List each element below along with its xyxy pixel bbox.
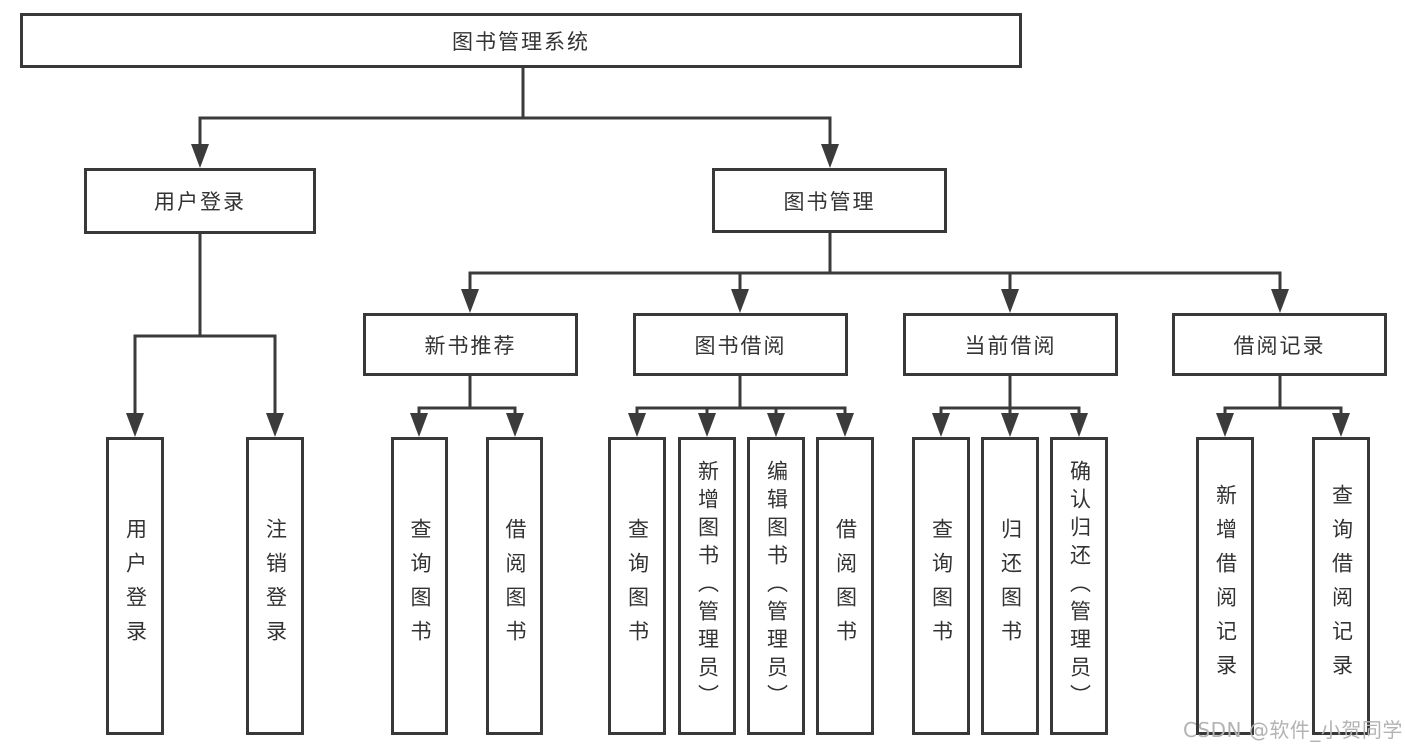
arrowhead-book-borrowing bbox=[731, 289, 749, 313]
node-book-borrowing: 图书借阅 bbox=[633, 313, 848, 376]
leaf-nb-query-books: 查询图书 bbox=[391, 437, 448, 735]
connector-root-split bbox=[198, 68, 832, 146]
csdn-watermark: CSDN @软件_小贺同学 bbox=[1183, 718, 1403, 742]
leaf-user-login: 用户登录 bbox=[106, 437, 164, 735]
leaf-br-add-record: 新增借阅记录 bbox=[1196, 437, 1254, 735]
arrowhead-leaf-logout bbox=[266, 413, 284, 437]
arrowhead-nb-borrow bbox=[506, 413, 524, 437]
arrowhead-bb-add bbox=[698, 413, 716, 437]
arrowhead-nb-query bbox=[410, 413, 428, 437]
arrowhead-borrowing-records bbox=[1271, 289, 1289, 313]
leaf-bb-add-books-admin: 新增图书（管理员） bbox=[678, 437, 736, 735]
node-book-management-branch: 图书管理 bbox=[712, 168, 947, 233]
arrowhead-bb-edit bbox=[767, 413, 785, 437]
connector-book-borrowing-split bbox=[635, 376, 847, 415]
leaf-br-query-record: 查询借阅记录 bbox=[1312, 437, 1370, 735]
node-library-management-system: 图书管理系统 bbox=[20, 13, 1022, 68]
connector-current-borrowing-split bbox=[939, 376, 1081, 415]
arrowhead-current-borrowing bbox=[1001, 289, 1019, 313]
leaf-nb-borrow-books: 借阅图书 bbox=[486, 437, 543, 735]
arrowhead-bb-query bbox=[628, 413, 646, 437]
arrowhead-leaf-user-login bbox=[126, 413, 144, 437]
leaf-bb-edit-books-admin: 编辑图书（管理员） bbox=[747, 437, 805, 735]
node-user-login-branch: 用户登录 bbox=[84, 168, 316, 234]
arrowhead-br-add bbox=[1216, 413, 1234, 437]
node-borrowing-records: 借阅记录 bbox=[1172, 313, 1387, 376]
arrowhead-bb-borrow bbox=[836, 413, 854, 437]
leaf-cb-return-books: 归还图书 bbox=[981, 437, 1039, 735]
arrowhead-new-book-recommend bbox=[461, 289, 479, 313]
leaf-cb-query-books: 查询图书 bbox=[912, 437, 970, 735]
arrowhead-br-query bbox=[1332, 413, 1350, 437]
leaf-cb-confirm-return-admin: 确认归还（管理员） bbox=[1050, 437, 1108, 735]
arrowhead-cb-confirm bbox=[1070, 413, 1088, 437]
connector-new-book-split bbox=[417, 376, 517, 415]
connector-book-management-split bbox=[468, 233, 1282, 291]
leaf-bb-borrow-books: 借阅图书 bbox=[816, 437, 874, 735]
arrowhead-cb-query bbox=[932, 413, 950, 437]
leaf-bb-query-books: 查询图书 bbox=[608, 437, 666, 735]
connector-user-login-split bbox=[133, 234, 277, 415]
node-current-borrowing: 当前借阅 bbox=[903, 313, 1118, 376]
arrowhead-user-login bbox=[191, 144, 209, 168]
arrowhead-book-management bbox=[821, 144, 839, 168]
leaf-logout-login: 注销登录 bbox=[246, 437, 304, 735]
node-new-book-recommend: 新书推荐 bbox=[363, 313, 578, 376]
connector-borrowing-records-split bbox=[1223, 376, 1343, 415]
arrowhead-cb-return bbox=[1001, 413, 1019, 437]
